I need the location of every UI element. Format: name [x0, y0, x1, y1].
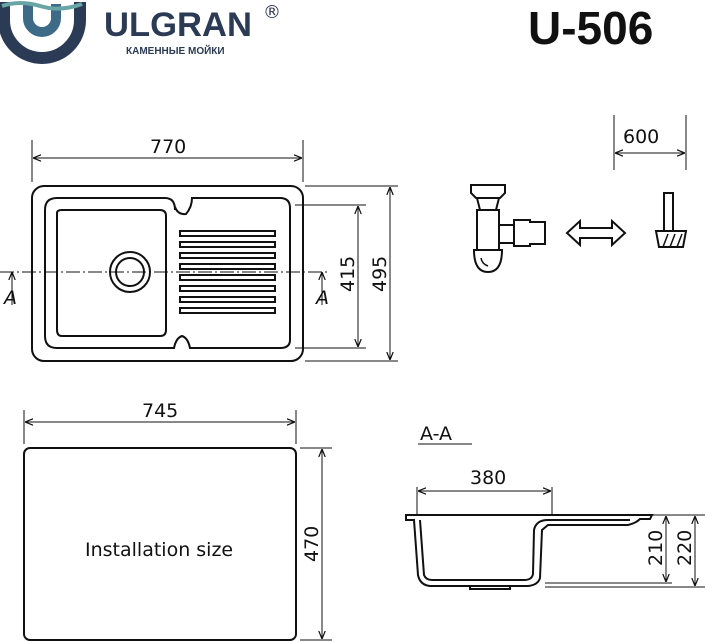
brand-name: ULGRAN: [104, 6, 252, 44]
installation-caption: Installation size: [85, 539, 233, 561]
section-marker-left: A: [2, 287, 17, 309]
width-dimension: 770: [150, 136, 186, 158]
section-total-depth-dimension: 220: [674, 530, 696, 566]
section-title: A-A: [420, 423, 452, 445]
siphon-icon: [470, 184, 546, 274]
cabinet-width-dimension: 600: [623, 126, 659, 148]
section-bowl-depth-dimension: 210: [645, 530, 667, 566]
depth-dimension: 495: [369, 256, 391, 292]
drainer-grooves: [179, 230, 276, 314]
brand-tagline: КАМЕННЫЕ МОЙКИ: [126, 44, 225, 57]
model-number: U-506: [528, 2, 653, 54]
cutout-depth-dimension: 470: [301, 526, 323, 562]
ulgran-logo: [0, 1, 86, 64]
installation-cutout: [23, 447, 297, 641]
cutout-width-dimension: 745: [142, 400, 178, 422]
bowl-depth-dimension: 415: [337, 256, 359, 292]
sink-plan-view: [0, 185, 330, 362]
registered-mark: ®: [263, 2, 281, 23]
cabinet-wall-icon: [654, 192, 688, 248]
section-bowl-width-dimension: 380: [470, 467, 506, 489]
section-marker-right: A: [314, 287, 329, 309]
sink-cross-section: [405, 514, 654, 590]
double-arrow-icon: [565, 218, 627, 248]
